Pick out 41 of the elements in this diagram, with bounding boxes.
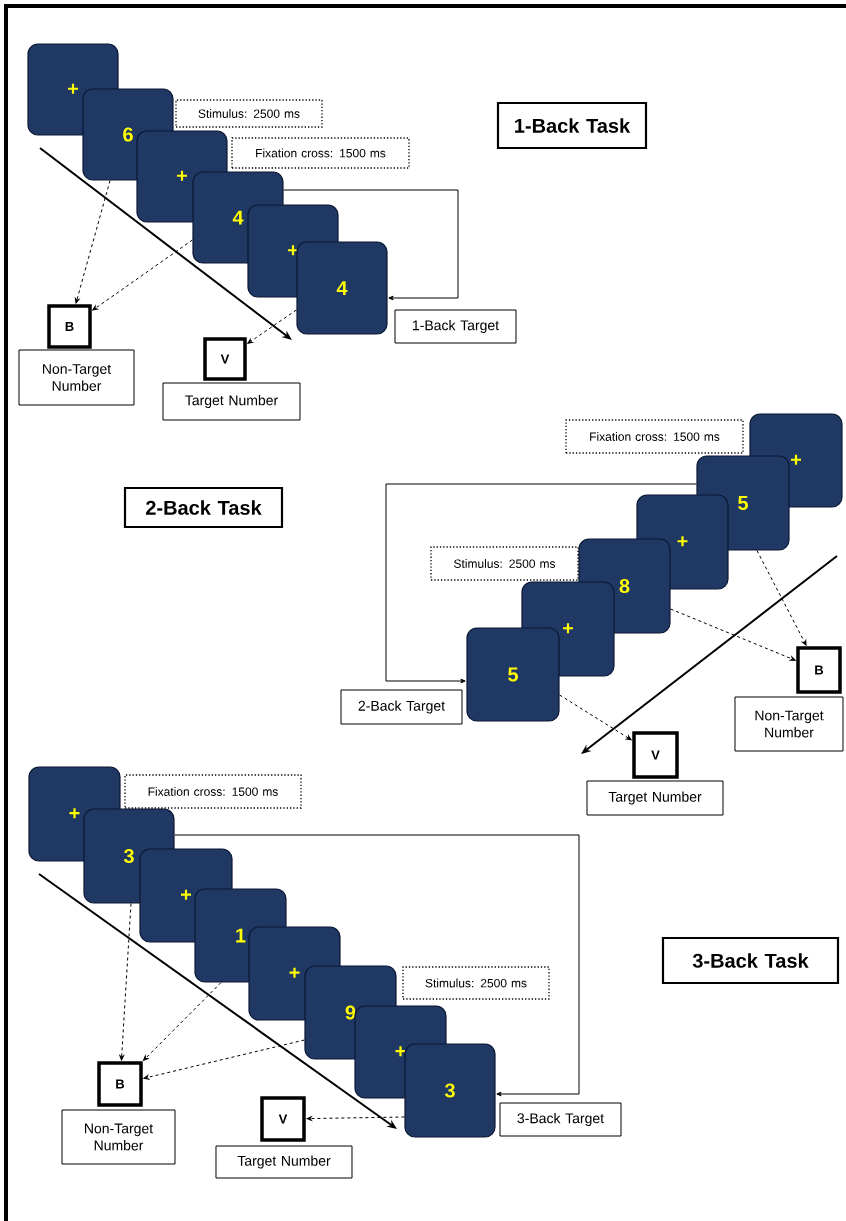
response-label-box: 3-Back Target (499, 1102, 622, 1137)
task-title-box: 3-Back Task (661, 936, 840, 985)
task-title-box: 1-Back Task (496, 101, 648, 150)
dashed-arrow (670, 608, 796, 661)
response-label-box: Target Number (215, 1145, 353, 1179)
duration-box: Fixation cross: 1500 ms (124, 774, 302, 809)
dashed-arrow (92, 239, 193, 311)
response-label-box: Non-Target Number (734, 696, 844, 752)
stimulus-screen: 3 (404, 1043, 496, 1138)
dashed-arrow (119, 903, 132, 1061)
node-label: + (791, 454, 802, 465)
response-label-box: Non-Target Number (61, 1109, 176, 1165)
duration-box: Stimulus: 2500 ms (402, 966, 550, 1000)
response-label-box: Target Number (162, 382, 301, 421)
dashed-arrow (247, 309, 297, 344)
response-label-box: Non-Target Number (18, 349, 135, 406)
response-key-box: B (97, 1061, 143, 1107)
task-title-box: 2-Back Task (123, 486, 284, 529)
duration-box: Stimulus: 2500 ms (430, 546, 579, 581)
response-key-box: V (632, 731, 679, 779)
dashed-arrow (74, 180, 111, 304)
dashed-arrow (143, 982, 222, 1061)
response-key-box: V (260, 1096, 306, 1142)
connector-arrow (385, 483, 697, 684)
dashed-arrow (756, 550, 807, 646)
duration-box: Fixation cross: 1500 ms (565, 419, 744, 454)
response-key-box: B (47, 304, 92, 349)
connector-arrow (174, 834, 580, 1097)
stimulus-screen: 4 (296, 241, 388, 335)
duration-box: Stimulus: 2500 ms (175, 99, 323, 128)
connector-arrow (283, 189, 459, 301)
dashed-arrow (559, 694, 632, 741)
response-key-box: V (203, 337, 247, 381)
stimulus-screen: 5 (466, 627, 560, 722)
response-key-box: B (796, 646, 842, 694)
response-label-box: Target Number (586, 780, 724, 816)
response-label-box: 2-Back Target (340, 689, 463, 725)
response-label-box: 1-Back Target (394, 309, 517, 344)
duration-box: Fixation cross: 1500 ms (231, 137, 410, 169)
dashed-arrow (306, 1116, 405, 1121)
dashed-arrow (143, 1039, 305, 1080)
